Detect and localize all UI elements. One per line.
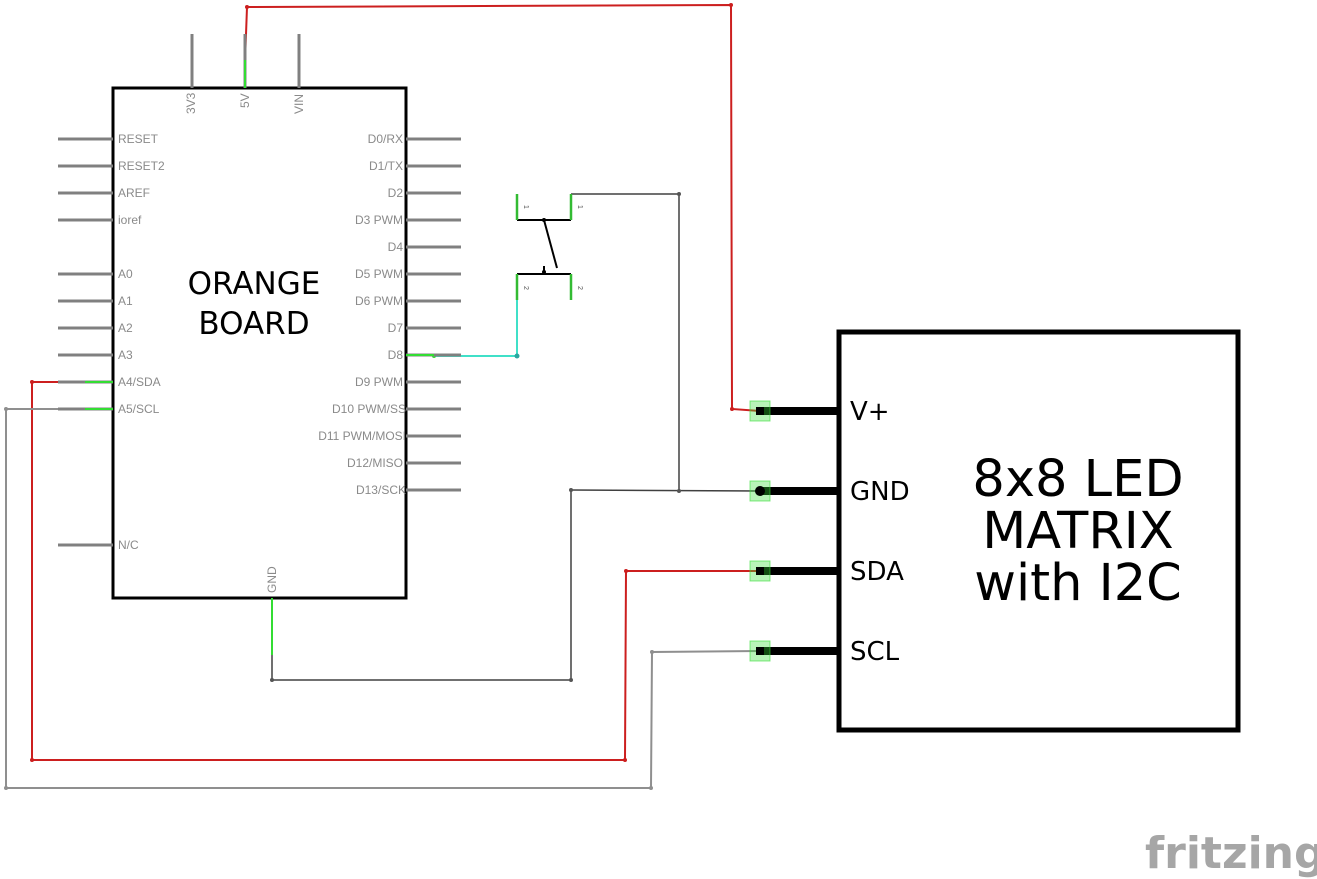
pin-label-a1: A1 xyxy=(118,294,133,308)
wire-switch-to-gnd[interactable] xyxy=(571,193,680,491)
pin-label-5v: 5V xyxy=(238,93,252,108)
pin-label-3v3: 3V3 xyxy=(184,92,198,114)
pin-label-nc: N/C xyxy=(118,538,139,552)
switch-contacts xyxy=(517,219,571,275)
board-left-pins xyxy=(58,137,113,547)
pin-label-d4: D4 xyxy=(388,240,404,254)
pin-label-a3: A3 xyxy=(118,348,133,362)
pin-label-d9: D9 PWM xyxy=(355,375,403,389)
switch-leads xyxy=(515,194,573,300)
pin-label-d5: D5 PWM xyxy=(355,267,403,281)
matrix-pin-highlights xyxy=(749,400,771,662)
pin-label-d0: D0/RX xyxy=(368,132,403,146)
pin-label-d11: D11 PWM/MOSI xyxy=(318,429,406,443)
matrix-pin-dots xyxy=(755,407,765,655)
pin-label-d2: D2 xyxy=(388,186,404,200)
pin-label-d3: D3 PWM xyxy=(355,213,403,227)
switch-label-1b: 1 xyxy=(576,205,583,209)
pin-label-d7: D7 xyxy=(388,321,404,335)
board-outline xyxy=(111,86,408,600)
matrix-title-line2: MATRIX xyxy=(982,502,1174,561)
push-button[interactable]: 1 1 2 2 xyxy=(515,194,583,300)
led-matrix[interactable]: V+ GND SDA SCL 8x8 LED MATRIX with I2C xyxy=(749,329,1241,733)
pin-label-ioref: ioref xyxy=(118,213,142,227)
pin-label-d8: D8 xyxy=(388,348,404,362)
matrix-title-line1: 8x8 LED xyxy=(972,450,1183,509)
pin-label-reset: RESET xyxy=(118,132,159,146)
wire-gnd-bus[interactable] xyxy=(570,489,761,492)
pin-label-a4-sda: A4/SDA xyxy=(118,375,161,389)
pin-label-d6: D6 PWM xyxy=(355,294,403,308)
fritzing-logo: fritzing xyxy=(1145,828,1317,879)
matrix-pin-vplus: V+ xyxy=(850,397,890,427)
wire-junctions xyxy=(4,3,734,790)
matrix-pin-scl: SCL xyxy=(850,637,900,667)
wire-scl[interactable] xyxy=(5,408,761,789)
pin-label-d1: D1/TX xyxy=(369,159,403,173)
board-title-line1: ORANGE xyxy=(188,266,321,302)
pin-label-d12: D12/MISO xyxy=(347,456,403,470)
board-title-line2: BOARD xyxy=(198,306,309,342)
matrix-title-line3: with I2C xyxy=(974,554,1182,613)
matrix-pin-sda: SDA xyxy=(850,557,904,587)
pin-label-gnd: GND xyxy=(265,566,279,593)
pin-label-a2: A2 xyxy=(118,321,133,335)
pin-label-a5-scl: A5/SCL xyxy=(118,402,160,416)
switch-label-2a: 2 xyxy=(522,286,529,290)
pin-label-d13: D13/SCK xyxy=(356,483,406,497)
board-right-pins xyxy=(406,137,461,492)
matrix-pin-lines xyxy=(760,407,839,655)
switch-label-1a: 1 xyxy=(522,205,529,209)
pin-label-d10: D10 PWM/SS xyxy=(332,402,406,416)
switch-label-2b: 2 xyxy=(576,286,583,290)
matrix-pin-gnd: GND xyxy=(850,477,910,507)
pin-label-vin: VIN xyxy=(292,94,306,114)
pin-label-a0: A0 xyxy=(118,267,133,281)
matrix-outline xyxy=(836,329,1241,733)
switch-pivot xyxy=(542,218,546,222)
pin-label-aref: AREF xyxy=(118,186,150,200)
pin-label-reset2: RESET2 xyxy=(118,159,165,173)
orange-board[interactable]: 3V3 5V VIN RESET RESET2 AREF ioref A0 A1… xyxy=(58,34,461,655)
wire-sda[interactable] xyxy=(31,381,760,761)
